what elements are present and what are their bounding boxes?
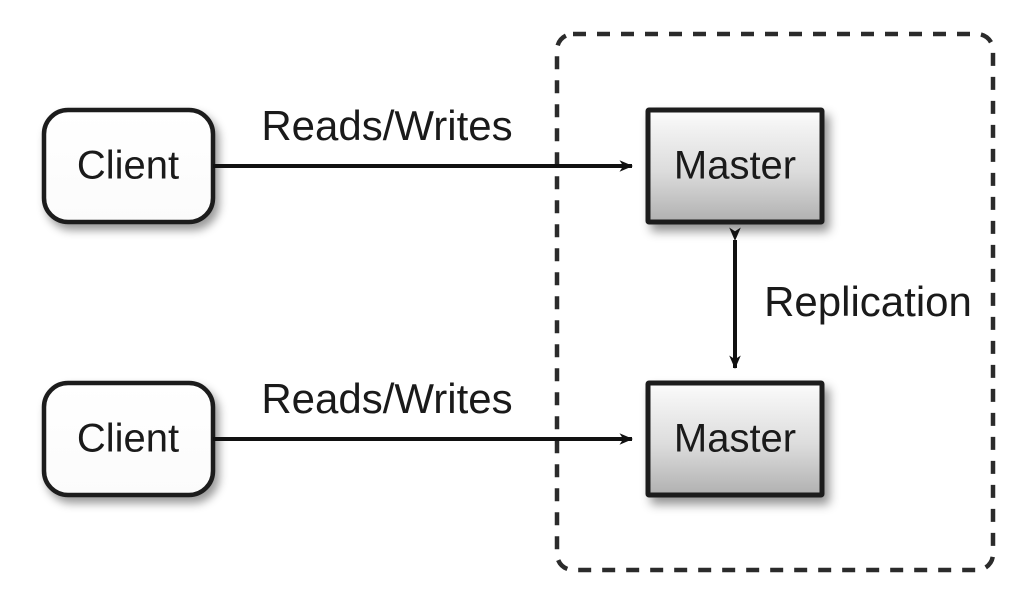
- edge-reads-writes-top: Reads/Writes: [213, 102, 633, 172]
- edge-replication-label: Replication: [764, 278, 972, 325]
- master-bottom-label: Master: [674, 417, 796, 461]
- client-bottom-label: Client: [77, 417, 179, 461]
- master-top-label: Master: [674, 144, 796, 188]
- node-master-top[interactable]: Master: [645, 107, 825, 225]
- node-master-bottom[interactable]: Master: [645, 380, 825, 498]
- client-top-label: Client: [77, 144, 179, 188]
- edge-replication: Replication: [729, 227, 972, 369]
- master-bottom-shape: [645, 380, 825, 498]
- edge-reads-writes-top-label: Reads/Writes: [261, 102, 512, 149]
- node-client-top[interactable]: Client: [41, 107, 216, 225]
- node-client-bottom[interactable]: Client: [41, 380, 216, 498]
- replication-cluster-boundary: [554, 31, 996, 573]
- edge-reads-writes-bottom-label: Reads/Writes: [261, 375, 512, 422]
- edge-reads-writes-bottom: Reads/Writes: [213, 375, 633, 445]
- master-top-shape: [645, 107, 825, 225]
